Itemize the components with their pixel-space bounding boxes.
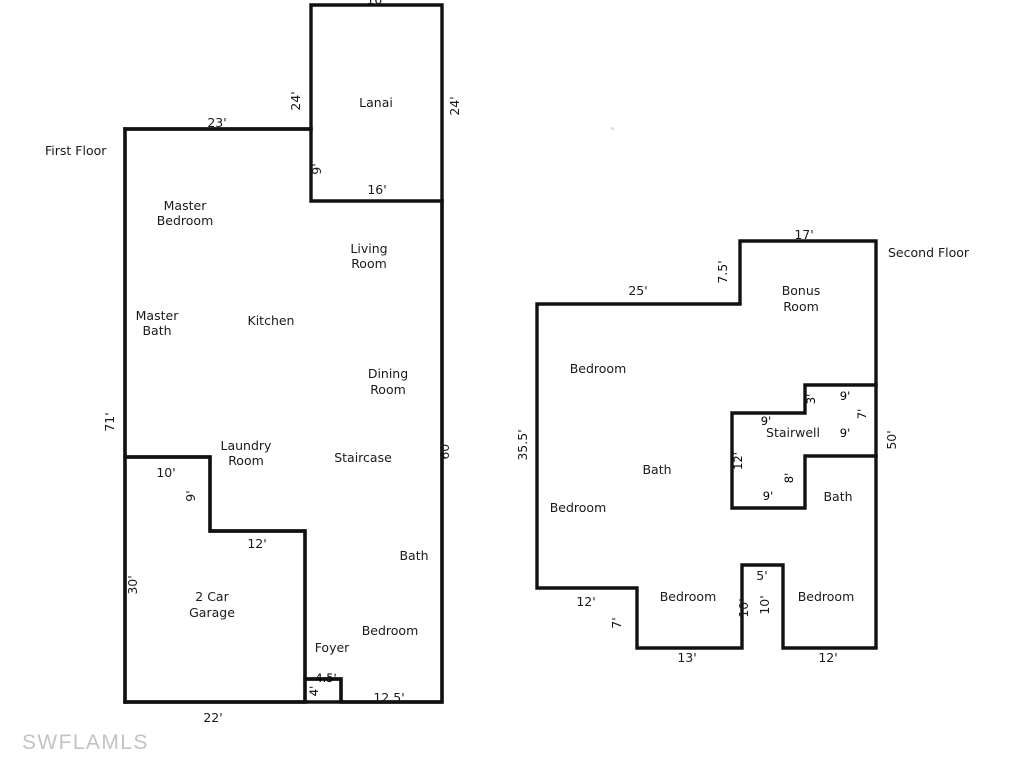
dim-laundry-notch-top: 10' xyxy=(156,465,175,480)
room-label-living-room-line2: Room xyxy=(351,256,387,271)
room-label-master-bedroom: Master Bedroom xyxy=(157,198,214,228)
room-label-bedroom-upper-left: Bedroom xyxy=(570,361,627,376)
dim-stair-bottom: 9' xyxy=(763,489,773,503)
room-label-laundry-room: Laundry Room xyxy=(221,438,273,468)
dim-front-top: 23' xyxy=(207,115,226,130)
room-label-bedroom-lower-right: Bedroom xyxy=(798,589,855,604)
first-floor-group xyxy=(123,3,444,704)
dim-lower-left-drop: 7' xyxy=(609,617,624,628)
first-floor-title: First Floor xyxy=(45,143,107,158)
laundry-notch xyxy=(123,455,307,681)
second-floor-outline xyxy=(535,239,878,650)
dim-lanai-left-upper: 24' xyxy=(288,91,303,110)
dim-left-side-first: 71' xyxy=(102,412,117,431)
dim-foyer-step-height: 4' xyxy=(307,686,321,696)
room-label-master-bath-line1: Master xyxy=(136,308,180,323)
dim-stair-top-small: 3' xyxy=(804,394,818,404)
dim-left-side-second: 35.5' xyxy=(515,429,530,460)
room-label-bedroom-lower-center: Bedroom xyxy=(660,589,717,604)
second-floor-group xyxy=(535,239,878,650)
room-label-foyer: Foyer xyxy=(315,640,350,655)
image-artifact-speck xyxy=(611,127,614,130)
stairwell-outline xyxy=(730,383,878,510)
second-floor-title: Second Floor xyxy=(888,245,970,260)
dim-lanai-bottom: 16' xyxy=(367,182,386,197)
dim-lower-left-step: 12' xyxy=(576,594,595,609)
dim-lower-right-bottom: 12' xyxy=(818,650,837,665)
room-label-bonus-room-line1: Bonus xyxy=(782,283,821,298)
dim-upper-left-top: 25' xyxy=(628,283,647,298)
dim-garage-left: 30' xyxy=(125,575,140,594)
room-label-dining-room-line2: Room xyxy=(370,382,406,397)
room-label-bonus-room-line2: Room xyxy=(783,299,819,314)
room-label-staircase: Staircase xyxy=(334,450,392,465)
dim-notch-top: 5' xyxy=(756,568,767,583)
room-label-bath-first: Bath xyxy=(399,548,428,563)
dim-bonus-top: 17' xyxy=(794,227,813,242)
dim-lower-center-bottom: 13' xyxy=(677,650,696,665)
dim-stair-top-wide: 9' xyxy=(840,389,850,403)
room-label-laundry-room-line2: Room xyxy=(228,453,264,468)
dim-garage-notch-top: 12' xyxy=(247,536,266,551)
dim-lanai-right: 24' xyxy=(447,96,462,115)
room-label-bath-right: Bath xyxy=(823,489,852,504)
dim-lanai-top: 16' xyxy=(366,0,385,7)
dim-stair-right: 7' xyxy=(855,409,869,419)
room-label-garage-line1: 2 Car xyxy=(195,589,229,604)
room-label-bonus-room: Bonus Room xyxy=(782,283,821,314)
dim-stair-mid: 9' xyxy=(840,426,850,440)
dim-stair-left-side: 12' xyxy=(731,452,745,470)
room-label-master-bedroom-line1: Master xyxy=(164,198,208,213)
room-label-lanai: Lanai xyxy=(359,95,393,110)
room-label-kitchen: Kitchen xyxy=(248,313,295,328)
room-label-bedroom-lower-left: Bedroom xyxy=(550,500,607,515)
room-label-master-bedroom-line2: Bedroom xyxy=(157,213,214,228)
dim-notch-left: 10' xyxy=(736,598,751,617)
dim-right-side-second: 50' xyxy=(884,430,899,449)
dim-foyer-step-width: 4.5' xyxy=(315,671,336,685)
room-label-stairwell: Stairwell xyxy=(766,425,820,440)
dim-bonus-step-left: 7.5' xyxy=(715,260,730,283)
room-label-master-bath-line2: Bath xyxy=(142,323,171,338)
dim-lanai-left-lower: 9' xyxy=(309,163,324,174)
dim-entry-bottom: 12.5' xyxy=(373,690,404,705)
room-label-garage-line2: Garage xyxy=(189,605,235,620)
room-label-living-room: Living Room xyxy=(350,241,387,271)
room-label-bath-center: Bath xyxy=(642,462,671,477)
dim-garage-bottom: 22' xyxy=(203,710,222,725)
dim-right-side-first: 60' xyxy=(437,440,452,459)
dim-laundry-notch-side: 9' xyxy=(183,490,198,501)
room-label-dining-room-line1: Dining xyxy=(368,366,408,381)
room-label-laundry-room-line1: Laundry xyxy=(221,438,273,453)
room-label-living-room-line1: Living xyxy=(350,241,387,256)
first-floor-lower-outline xyxy=(123,199,444,704)
dim-stair-inner: 8' xyxy=(782,473,796,483)
dim-notch-right: 10' xyxy=(757,595,772,614)
room-label-garage: 2 Car Garage xyxy=(189,589,235,620)
watermark-swflamls: SWFLAMLS xyxy=(22,731,149,754)
room-label-bedroom-first: Bedroom xyxy=(362,623,419,638)
room-label-dining-room: Dining Room xyxy=(368,366,408,397)
room-label-master-bath: Master Bath xyxy=(136,308,180,338)
dim-stair-left-upper: 9' xyxy=(761,414,771,428)
